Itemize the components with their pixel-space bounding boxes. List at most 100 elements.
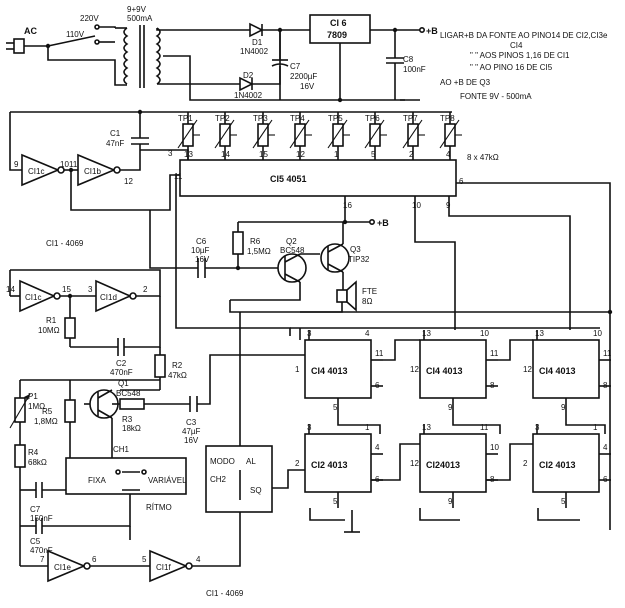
q1-part: BC548 — [116, 389, 141, 398]
flip-flop-label: CI2 4013 — [539, 460, 576, 470]
ff-pin: 11 — [480, 423, 489, 432]
ci1f-pin-5: 5 — [142, 555, 147, 564]
trimmer-label: TP6 — [365, 114, 380, 123]
r3-value: 18kΩ — [122, 424, 141, 433]
ff-pin: 5 — [561, 497, 566, 506]
mode-switch: MODO AL CH2 SQ — [205, 312, 305, 513]
regulator-ci6 — [309, 14, 371, 44]
c7-osc-label: C7 — [30, 505, 41, 514]
osc-pin-3: 3 — [88, 285, 93, 294]
trimmer-6[interactable]: TP6 5 — [364, 112, 387, 160]
v110-label: 110V — [66, 30, 85, 39]
trimmer-5[interactable]: TP5 1 — [327, 112, 350, 160]
ff-pin: 1 — [295, 365, 300, 374]
ci1-top-gates: CI1c CI1b 9 10 11 12 C1 47nF CI1 - 4069 — [9, 109, 189, 248]
ff-pin: 13 — [422, 329, 431, 338]
trimmer-array-note: 8 x 47kΩ — [467, 153, 499, 162]
ci1c-pin-10: 10 — [60, 160, 69, 169]
r5-label: R5 — [42, 407, 53, 416]
primary-coil — [123, 27, 129, 85]
ff-pin: 4 — [375, 443, 380, 452]
flip-flop-label: CI2 4013 — [311, 460, 348, 470]
d1-label: D1 — [252, 38, 263, 47]
capacitor-c8 — [386, 30, 404, 100]
ci6-label: CI 6 — [330, 18, 347, 28]
ci1b-pin-11: 11 — [69, 160, 78, 169]
ff-pin: 9 — [448, 497, 453, 506]
ci5-input-pin: 1 — [334, 150, 339, 159]
transformer-current: 500mA — [127, 14, 153, 23]
plus-b-top: +B — [426, 26, 438, 36]
gate-ci1d — [95, 279, 132, 313]
r5-value: 1,8MΩ — [34, 417, 58, 426]
r6-value: 1,5MΩ — [247, 247, 271, 256]
gate-ci1d-label: CI1d — [100, 293, 117, 302]
switch-ch2[interactable] — [205, 445, 273, 513]
ci5-input-pin: 5 — [371, 150, 376, 159]
ff-pin: 9 — [448, 403, 453, 412]
ci5-pin-16: 16 — [343, 201, 352, 210]
note-line-1: LIGAR+B DA FONTE AO PINO14 DE CI2,CI3e — [440, 31, 608, 40]
ci1e-pin-7: 7 — [40, 555, 45, 564]
ff-pin: 10 — [490, 443, 499, 452]
power-supply: AC 220V 110V 9+9V 500mA D1 — [6, 5, 438, 103]
ff-pin: 11 — [490, 349, 499, 358]
note-line-5: AO +B DE Q3 — [440, 78, 491, 87]
gate-ci1c-osc — [19, 279, 56, 313]
d2-part: 1N4002 — [234, 91, 263, 100]
plus-b-mid: +B — [377, 218, 389, 228]
diode-d1 — [249, 22, 264, 38]
flip-flop-label: CI4 4013 — [426, 366, 463, 376]
ci5-multiplexer — [179, 159, 457, 197]
ff-pin: 13 — [422, 423, 431, 432]
q3-label: Q3 — [350, 245, 361, 254]
speaker-label: FTE — [362, 287, 377, 296]
ci5-input-pin: 15 — [259, 150, 268, 159]
trimmer-label: TP5 — [328, 114, 343, 123]
c7-voltage: 16V — [300, 82, 315, 91]
ci5-label: CI5 4051 — [270, 174, 307, 184]
al-label: AL — [246, 457, 256, 466]
transformer-label: 9+9V — [127, 5, 147, 14]
c3-value: 47µF — [182, 427, 201, 436]
ff-pin: 4 — [365, 329, 370, 338]
ff-pin: 10 — [480, 329, 489, 338]
ci1-bottom-label: CI1 - 4069 — [206, 589, 244, 598]
c2-value: 470nF — [110, 368, 133, 377]
secondary-coil — [155, 27, 161, 85]
r2-label: R2 — [172, 361, 183, 370]
gate-ci1e-label: CI1e — [54, 563, 71, 572]
speaker-icon — [336, 280, 357, 312]
q1-label: Q1 — [118, 379, 129, 388]
ch1-fixa: FIXA — [88, 476, 106, 485]
note-line-3: " " AOS PINOS 1,16 DE CI1 — [470, 51, 570, 60]
note-line-2: CI4 — [510, 41, 523, 50]
gate-ci1c-top-label: CI1c — [28, 167, 44, 176]
note-line-6: FONTE 9V - 500mA — [460, 92, 532, 101]
r4-label: R4 — [28, 448, 39, 457]
supply-notes: LIGAR+B DA FONTE AO PINO14 DE CI2,CI3e C… — [440, 31, 608, 101]
ch1-label: CH1 — [113, 445, 130, 454]
flip-flop-label: CI4 4013 — [311, 366, 348, 376]
q3-part: TIP32 — [348, 255, 370, 264]
output-stage: C6 10µF 16V R6 1,5MΩ Q2 BC548 Q3 TIP32 — [149, 196, 389, 313]
c1-label: C1 — [110, 129, 121, 138]
ch1-ritmo: RÍTMO — [146, 503, 172, 512]
gate-ci1e — [47, 549, 87, 583]
osc-pin-2: 2 — [143, 285, 148, 294]
r1-value: 10MΩ — [38, 326, 60, 335]
ci5-input-pin: 12 — [296, 150, 305, 159]
d2-label: D2 — [243, 71, 254, 80]
switch-ch1[interactable] — [65, 457, 187, 495]
ci5-input-pin: 4 — [446, 150, 451, 159]
c6-label: C6 — [196, 237, 207, 246]
ac-plug-icon — [6, 38, 48, 54]
